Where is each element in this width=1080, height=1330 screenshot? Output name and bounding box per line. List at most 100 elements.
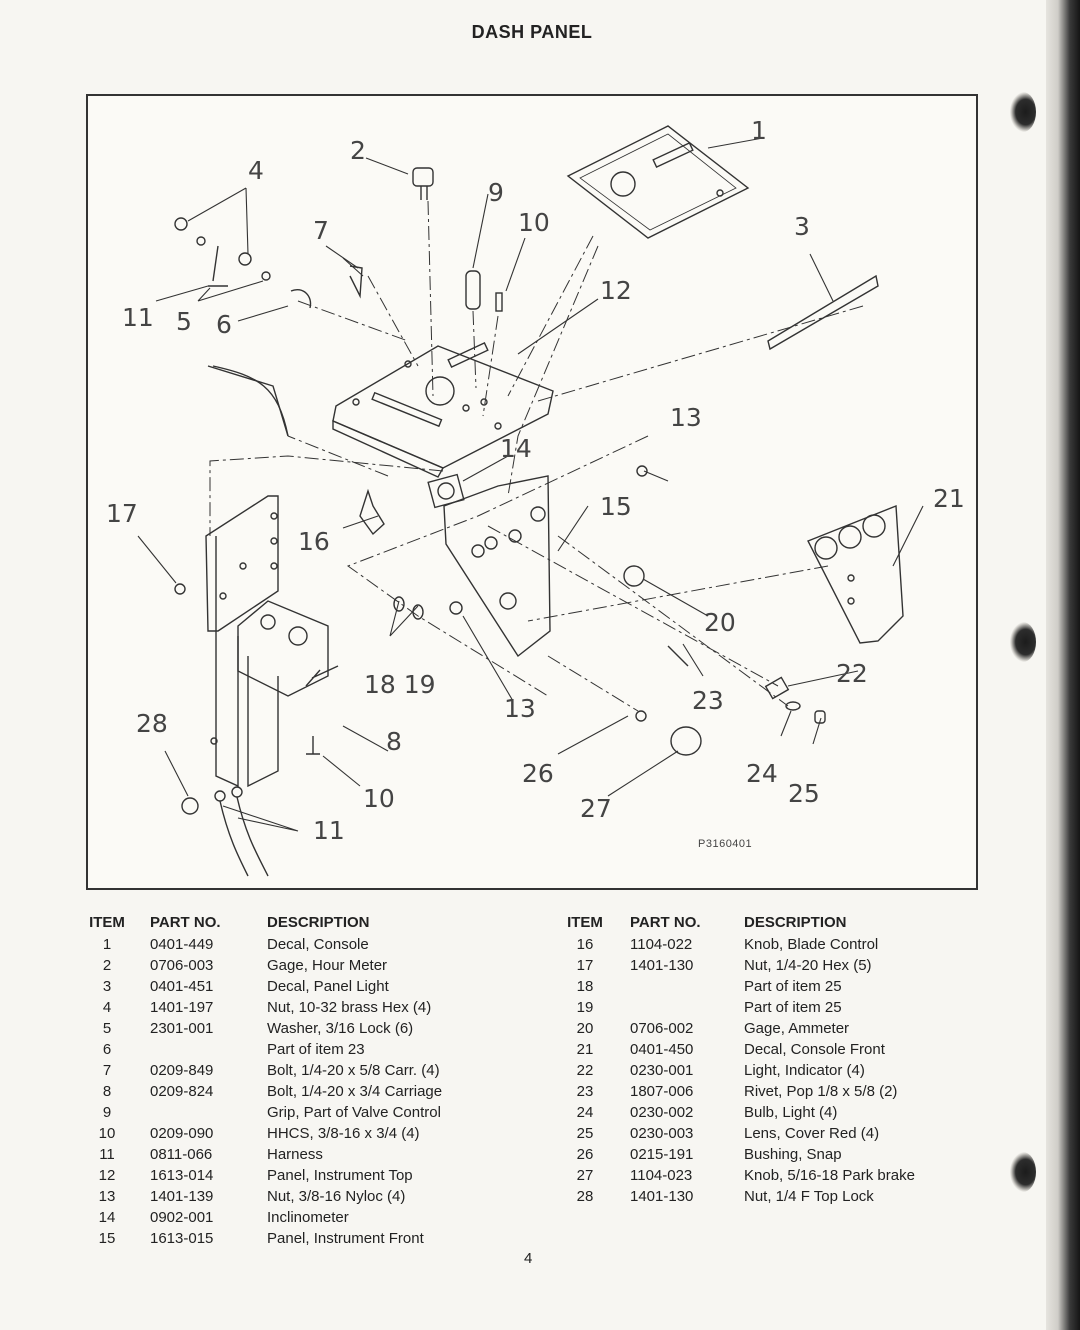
- callout-12: 12: [600, 276, 632, 305]
- part-no-cell: 0209-849: [150, 1062, 214, 1079]
- item-cell: 9: [102, 1104, 112, 1121]
- description-cell: HHCS, 3/8-16 x 3/4 (4): [267, 1125, 420, 1142]
- callout-21: 21: [933, 484, 965, 513]
- description-cell: Panel, Instrument Top: [267, 1167, 413, 1184]
- callout-23: 23: [692, 686, 724, 715]
- part-no-cell: 1401-130: [630, 957, 694, 974]
- callout-7: 7: [313, 216, 329, 245]
- page-number: 4: [524, 1250, 533, 1267]
- description-cell: Decal, Console: [267, 936, 369, 953]
- item-cell: 12: [98, 1167, 116, 1184]
- item-cell: 22: [576, 1062, 594, 1079]
- item-cell: 8: [102, 1083, 112, 1100]
- item-cell: 4: [102, 999, 112, 1016]
- callout-10: 10: [518, 208, 550, 237]
- callout-9: 9: [488, 178, 504, 207]
- callout-10b: 10: [363, 784, 395, 813]
- callout-28: 28: [136, 709, 168, 738]
- part-no-cell: 0230-003: [630, 1125, 694, 1142]
- part-no-cell: 1613-015: [150, 1230, 214, 1247]
- callout-2: 2: [350, 136, 366, 165]
- description-cell: Decal, Panel Light: [267, 978, 389, 995]
- item-cell: 17: [576, 957, 594, 974]
- description-cell: Nut, 1/4 F Top Lock: [744, 1188, 874, 1205]
- item-cell: 16: [576, 936, 594, 953]
- description-cell: Bolt, 1/4-20 x 5/8 Carr. (4): [267, 1062, 440, 1079]
- description-cell: Gage, Hour Meter: [267, 957, 388, 974]
- description-cell: Lens, Cover Red (4): [744, 1125, 880, 1142]
- part-no-cell: 0706-002: [630, 1020, 694, 1037]
- item-cell: 5: [102, 1020, 112, 1037]
- description-cell: Bolt, 1/4-20 x 3/4 Carriage: [267, 1083, 443, 1100]
- item-cell: 7: [102, 1062, 112, 1079]
- figure-code: P3160401: [698, 838, 753, 850]
- exploded-parts-diagram: 1 2 3 4 5 6 7 8 9 10 11 12 13 14 15 16 1…: [86, 94, 978, 890]
- item-cell: 2: [102, 957, 112, 974]
- part-no-cell: 0902-001: [150, 1209, 214, 1226]
- part-no-cell: 1807-006: [630, 1083, 694, 1100]
- callout-1: 1: [751, 116, 767, 145]
- table-row: 7 0209-849 Bolt, 1/4-20 x 5/8 Carr. (4): [82, 1062, 552, 1083]
- table-row: 26 0215-191 Bushing, Snap: [560, 1146, 1030, 1167]
- description-cell: Grip, Part of Valve Control: [267, 1104, 441, 1121]
- table-header: ITEM PART NO. DESCRIPTION: [560, 914, 1030, 936]
- item-cell: 23: [576, 1083, 594, 1100]
- part-no-cell: 0230-002: [630, 1104, 694, 1121]
- callout-3: 3: [794, 212, 810, 241]
- item-cell: 26: [576, 1146, 594, 1163]
- item-cell: 19: [576, 999, 594, 1016]
- callout-11: 11: [122, 303, 154, 332]
- header-part-no: PART NO.: [150, 914, 221, 931]
- description-cell: Panel, Instrument Front: [267, 1230, 424, 1247]
- page-title: DASH PANEL: [471, 22, 593, 42]
- callout-6: 6: [216, 310, 232, 339]
- callout-26: 26: [522, 759, 554, 788]
- item-cell: 15: [98, 1230, 116, 1247]
- punch-hole: [1010, 1152, 1036, 1192]
- part-no-cell: 0811-066: [150, 1146, 213, 1163]
- part-no-cell: 1104-023: [630, 1167, 693, 1184]
- item-cell: 28: [576, 1188, 594, 1205]
- callout-15: 15: [600, 492, 632, 521]
- callout-24: 24: [746, 759, 778, 788]
- description-cell: Rivet, Pop 1/8 x 5/8 (2): [744, 1083, 898, 1100]
- part-no-cell: 0401-449: [150, 936, 214, 953]
- description-cell: Nut, 10-32 brass Hex (4): [267, 999, 432, 1016]
- part-no-cell: 1401-139: [150, 1188, 214, 1205]
- callout-22: 22: [836, 659, 868, 688]
- callout-18-19: 18 19: [364, 670, 436, 699]
- part-no-cell: 0215-191: [630, 1146, 694, 1163]
- table-row: 23 1807-006 Rivet, Pop 1/8 x 5/8 (2): [560, 1083, 1030, 1104]
- callout-13b: 13: [504, 694, 536, 723]
- description-cell: Light, Indicator (4): [744, 1062, 865, 1079]
- part-no-cell: 0209-824: [150, 1083, 214, 1100]
- part-no-cell: 0230-001: [630, 1062, 694, 1079]
- table-header: ITEM PART NO. DESCRIPTION: [82, 914, 552, 936]
- part-no-cell: 0401-451: [150, 978, 214, 995]
- item-cell: 13: [98, 1188, 116, 1205]
- description-cell: Bushing, Snap: [744, 1146, 842, 1163]
- callout-5: 5: [176, 307, 192, 336]
- item-cell: 6: [102, 1041, 112, 1058]
- description-cell: Part of item 25: [744, 999, 842, 1016]
- description-cell: Harness: [267, 1146, 323, 1163]
- item-cell: 24: [576, 1104, 594, 1121]
- header-item: ITEM: [567, 914, 603, 931]
- description-cell: Nut, 3/8-16 Nyloc (4): [267, 1188, 406, 1205]
- part-no-cell: 0209-090: [150, 1125, 214, 1142]
- item-cell: 21: [576, 1041, 594, 1058]
